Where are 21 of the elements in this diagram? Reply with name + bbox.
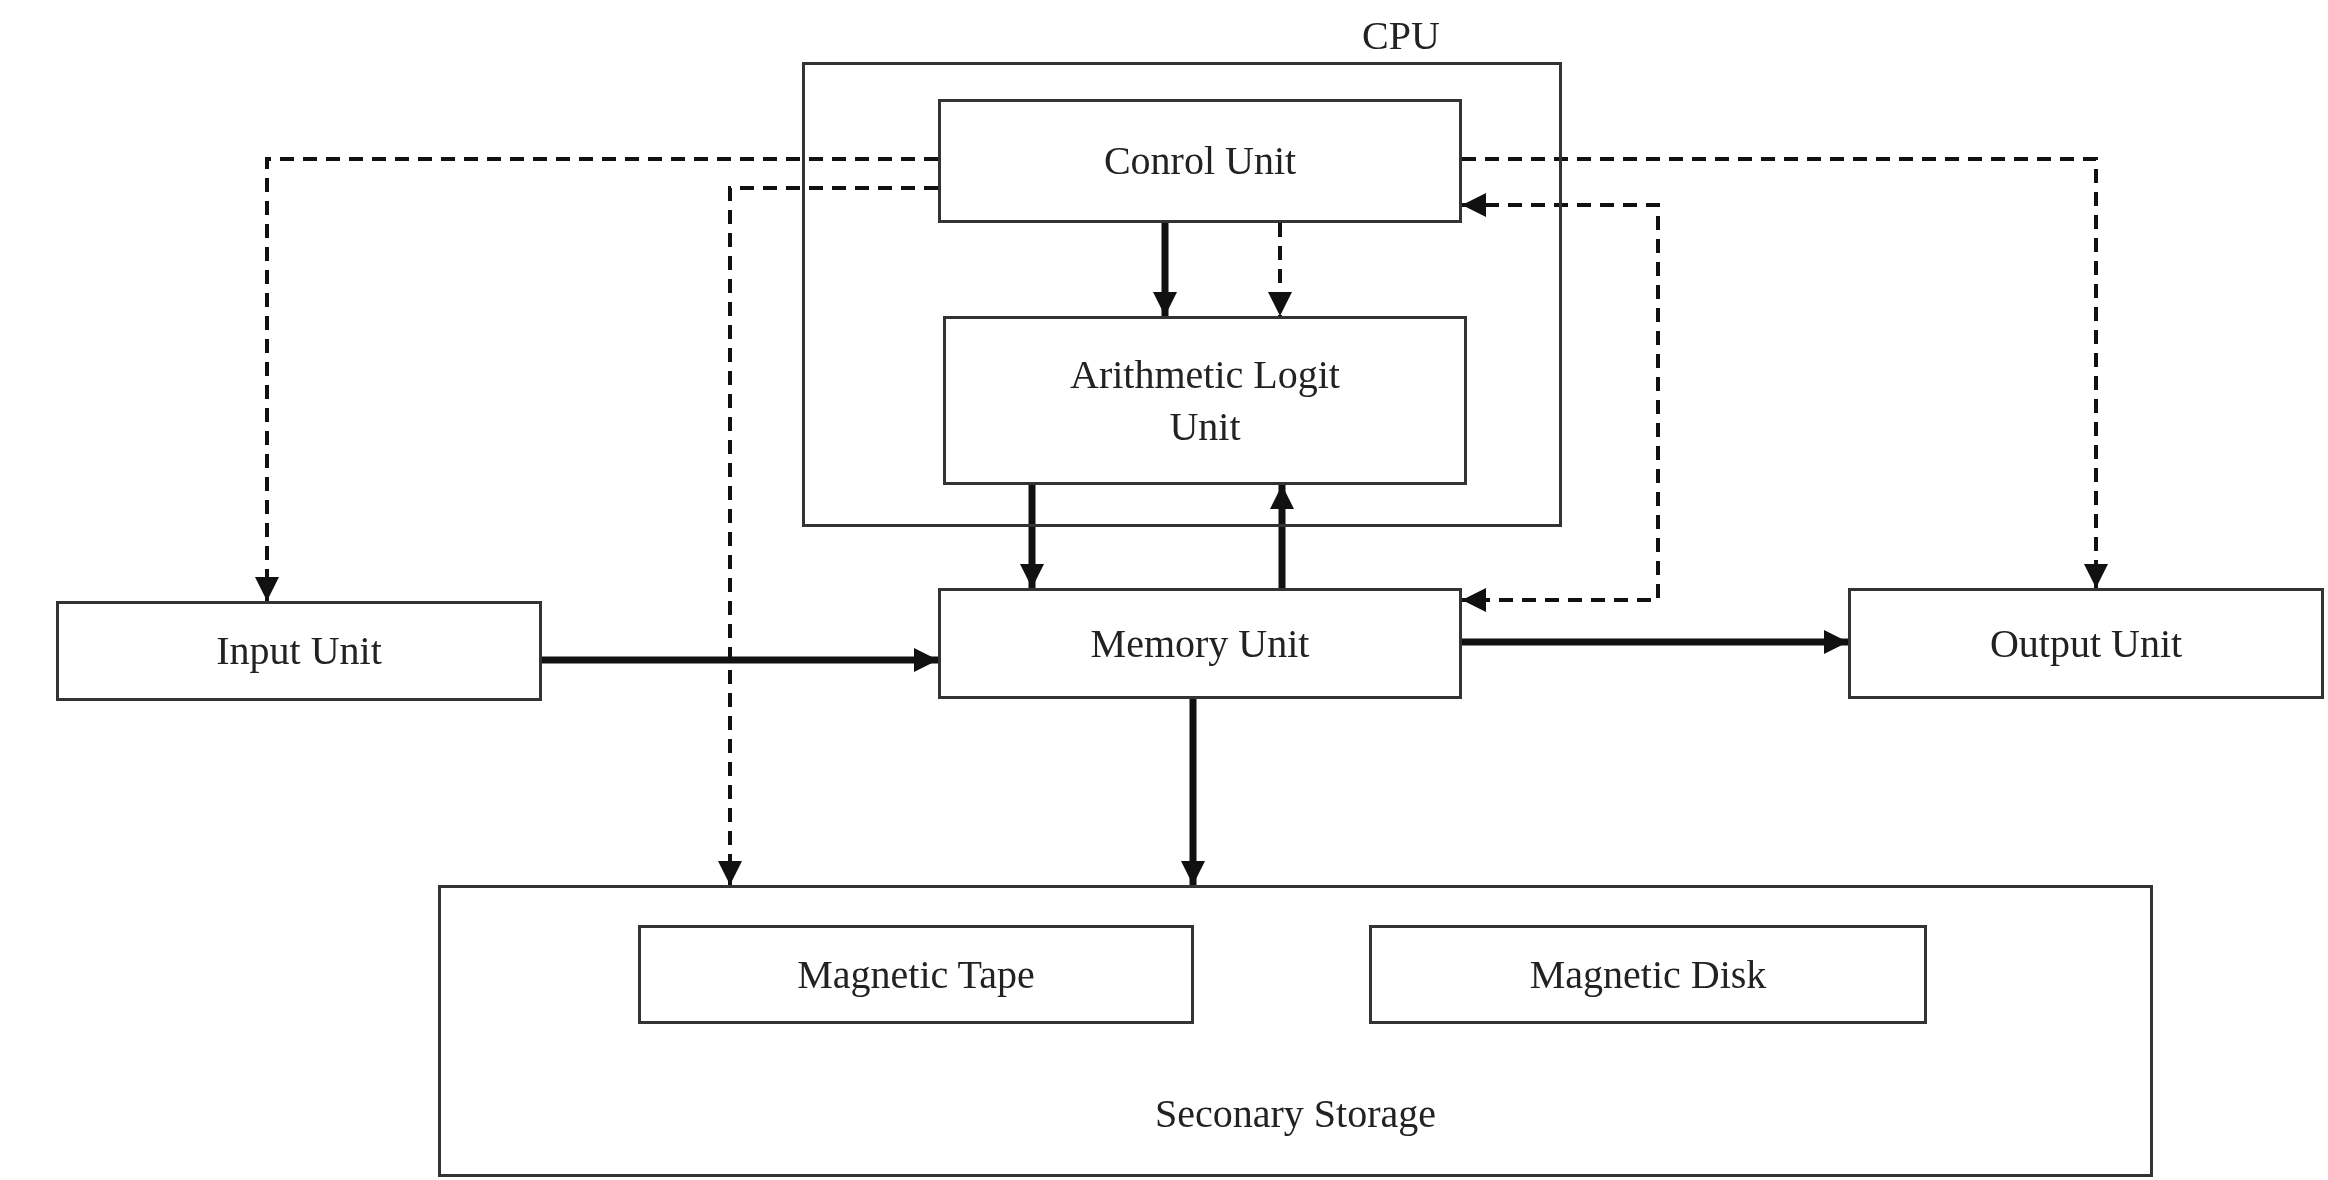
arrow bbox=[1270, 485, 1294, 588]
arrow bbox=[1462, 630, 1848, 654]
unit-box: Magnetic Disk bbox=[1369, 925, 1927, 1024]
arrow bbox=[1181, 699, 1205, 885]
unit-box: Magnetic Tape bbox=[638, 925, 1194, 1024]
dashed-arrow bbox=[718, 186, 938, 885]
unit-box: Memory Unit bbox=[938, 588, 1462, 699]
dashed-arrow bbox=[1462, 193, 1660, 612]
dashed-arrow bbox=[1462, 157, 2108, 588]
dashed-arrow bbox=[255, 157, 938, 601]
arrow bbox=[542, 648, 938, 672]
unit-box: Input Unit bbox=[56, 601, 542, 701]
arrow bbox=[1153, 223, 1177, 316]
group-label: CPU bbox=[1362, 12, 1440, 60]
arrow bbox=[1020, 485, 1044, 588]
storage-label: Seconary Storage bbox=[1154, 1090, 1437, 1138]
unit-box: Output Unit bbox=[1848, 588, 2324, 699]
dashed-arrow bbox=[1268, 223, 1292, 316]
storage-box bbox=[438, 885, 2153, 1177]
unit-box: Arithmetic Logit Unit bbox=[943, 316, 1467, 485]
unit-box: Conrol Unit bbox=[938, 99, 1462, 223]
